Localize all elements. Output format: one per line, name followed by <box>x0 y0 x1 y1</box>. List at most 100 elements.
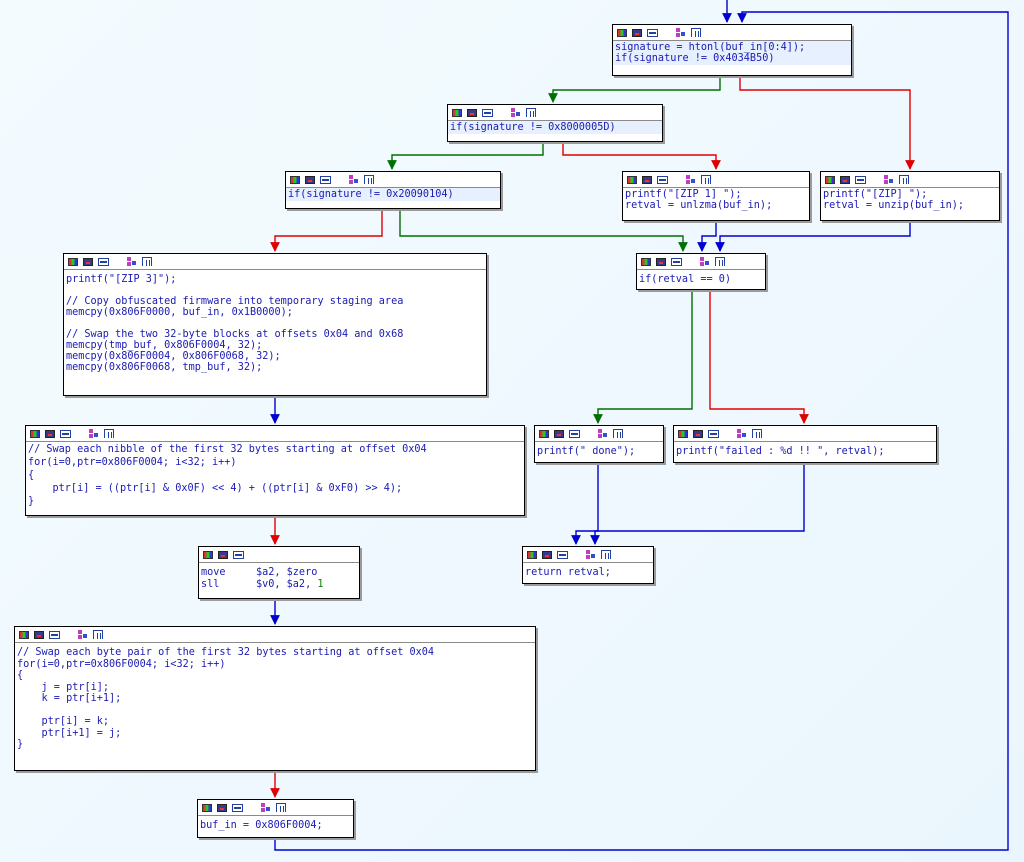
node-color-icon[interactable] <box>19 630 29 639</box>
block-toolbar <box>623 172 809 188</box>
block-code: if(retval == 0) <box>637 270 765 286</box>
collapse-node-icon[interactable] <box>364 175 374 184</box>
group-nodes-icon[interactable] <box>700 257 710 266</box>
group-nodes-icon[interactable] <box>89 429 99 438</box>
node-picture-icon[interactable] <box>83 257 93 266</box>
node-graph-icon[interactable] <box>49 630 60 639</box>
block-unlzma[interactable]: printf("[ZIP 1] "); retval = unlzma(buf_… <box>622 171 810 221</box>
node-color-icon[interactable] <box>68 257 78 266</box>
node-color-icon[interactable] <box>641 257 651 266</box>
collapse-node-icon[interactable] <box>276 803 286 812</box>
group-nodes-icon[interactable] <box>261 803 271 812</box>
asm-immediate: 1 <box>317 579 324 590</box>
group-nodes-icon[interactable] <box>127 257 137 266</box>
collapse-node-icon[interactable] <box>142 257 152 266</box>
block-signature-check-zip3[interactable]: if(signature != 0x20090104) <box>285 171 501 209</box>
node-graph-icon[interactable] <box>60 429 71 438</box>
collapse-node-icon[interactable] <box>691 28 701 37</box>
node-picture-icon[interactable] <box>34 630 44 639</box>
block-zip3-staging[interactable]: printf("[ZIP 3]"); // Copy obfuscated fi… <box>63 253 487 396</box>
block-print-done[interactable]: printf(" done"); <box>534 425 664 463</box>
node-graph-icon[interactable] <box>569 429 580 438</box>
node-graph-icon[interactable] <box>708 429 719 438</box>
node-graph-icon[interactable] <box>657 175 668 184</box>
group-nodes-icon[interactable] <box>586 550 596 559</box>
collapse-node-icon[interactable] <box>701 175 711 184</box>
block-buf-in-assign[interactable]: buf_in = 0x806F0004; <box>197 799 354 838</box>
node-graph-icon[interactable] <box>233 550 244 559</box>
node-picture-icon[interactable] <box>642 175 652 184</box>
group-nodes-icon[interactable] <box>737 429 747 438</box>
block-toolbar <box>64 254 486 270</box>
block-toolbar <box>286 172 500 188</box>
node-picture-icon[interactable] <box>218 550 228 559</box>
edge-sig2-to-zip1 <box>562 142 721 170</box>
node-graph-icon[interactable] <box>482 108 493 117</box>
node-picture-icon[interactable] <box>467 108 477 117</box>
node-color-icon[interactable] <box>678 429 688 438</box>
collapse-node-icon[interactable] <box>601 550 611 559</box>
node-picture-icon[interactable] <box>45 429 55 438</box>
block-toolbar <box>199 547 359 563</box>
node-color-icon[interactable] <box>452 108 462 117</box>
group-nodes-icon[interactable] <box>349 175 359 184</box>
block-code: if(signature != 0x20090104) <box>286 188 500 201</box>
node-picture-icon[interactable] <box>693 429 703 438</box>
edge-top-to-zip <box>739 76 915 170</box>
block-nibble-swap[interactable]: // Swap each nibble of the first 32 byte… <box>25 425 525 516</box>
edge-sig2-to-sig3 <box>387 142 544 170</box>
block-toolbar <box>26 426 524 442</box>
block-print-failed[interactable]: printf("failed : %d !! ", retval); <box>673 425 937 463</box>
collapse-node-icon[interactable] <box>715 257 725 266</box>
node-color-icon[interactable] <box>617 28 627 37</box>
node-color-icon[interactable] <box>627 175 637 184</box>
node-picture-icon[interactable] <box>554 429 564 438</box>
node-color-icon[interactable] <box>203 550 213 559</box>
node-graph-icon[interactable] <box>320 175 331 184</box>
block-toolbar <box>821 172 999 188</box>
node-color-icon[interactable] <box>202 803 212 812</box>
group-nodes-icon[interactable] <box>884 175 894 184</box>
collapse-node-icon[interactable] <box>752 429 762 438</box>
node-graph-icon[interactable] <box>557 550 568 559</box>
node-picture-icon[interactable] <box>632 28 642 37</box>
block-return[interactable]: return retval; <box>522 546 654 584</box>
node-picture-icon[interactable] <box>542 550 552 559</box>
collapse-node-icon[interactable] <box>104 429 114 438</box>
node-picture-icon[interactable] <box>217 803 227 812</box>
node-color-icon[interactable] <box>30 429 40 438</box>
node-color-icon[interactable] <box>825 175 835 184</box>
asm-mnemonic: sll <box>201 579 220 590</box>
collapse-node-icon[interactable] <box>93 630 103 639</box>
group-nodes-icon[interactable] <box>78 630 88 639</box>
node-graph-icon[interactable] <box>671 257 682 266</box>
block-signature-check-lzma[interactable]: if(signature != 0x8000005D) <box>447 104 663 142</box>
block-toolbar <box>613 25 851 41</box>
block-signature-check-pkzip[interactable]: signature = htonl(buf_in[0:4]); if(signa… <box>612 24 852 76</box>
node-color-icon[interactable] <box>527 550 537 559</box>
group-nodes-icon[interactable] <box>511 108 521 117</box>
node-picture-icon[interactable] <box>840 175 850 184</box>
node-color-icon[interactable] <box>290 175 300 184</box>
node-graph-icon[interactable] <box>855 175 866 184</box>
asm-line-1: move$a2, $zero <box>201 567 357 579</box>
block-unzip[interactable]: printf("[ZIP] "); retval = unzip(buf_in)… <box>820 171 1000 221</box>
node-graph-icon[interactable] <box>647 28 658 37</box>
node-picture-icon[interactable] <box>656 257 666 266</box>
block-retval-check[interactable]: if(retval == 0) <box>636 253 766 290</box>
node-graph-icon[interactable] <box>232 803 243 812</box>
node-picture-icon[interactable] <box>305 175 315 184</box>
node-graph-icon[interactable] <box>98 257 109 266</box>
group-nodes-icon[interactable] <box>598 429 608 438</box>
group-nodes-icon[interactable] <box>676 28 686 37</box>
group-nodes-icon[interactable] <box>686 175 696 184</box>
node-color-icon[interactable] <box>539 429 549 438</box>
collapse-node-icon[interactable] <box>613 429 623 438</box>
block-byte-pair-swap[interactable]: // Swap each byte pair of the first 32 b… <box>14 626 536 771</box>
block-code: signature = htonl(buf_in[0:4]); if(signa… <box>613 41 851 65</box>
collapse-node-icon[interactable] <box>526 108 536 117</box>
block-code: buf_in = 0x806F0004; <box>198 816 353 832</box>
collapse-node-icon[interactable] <box>899 175 909 184</box>
